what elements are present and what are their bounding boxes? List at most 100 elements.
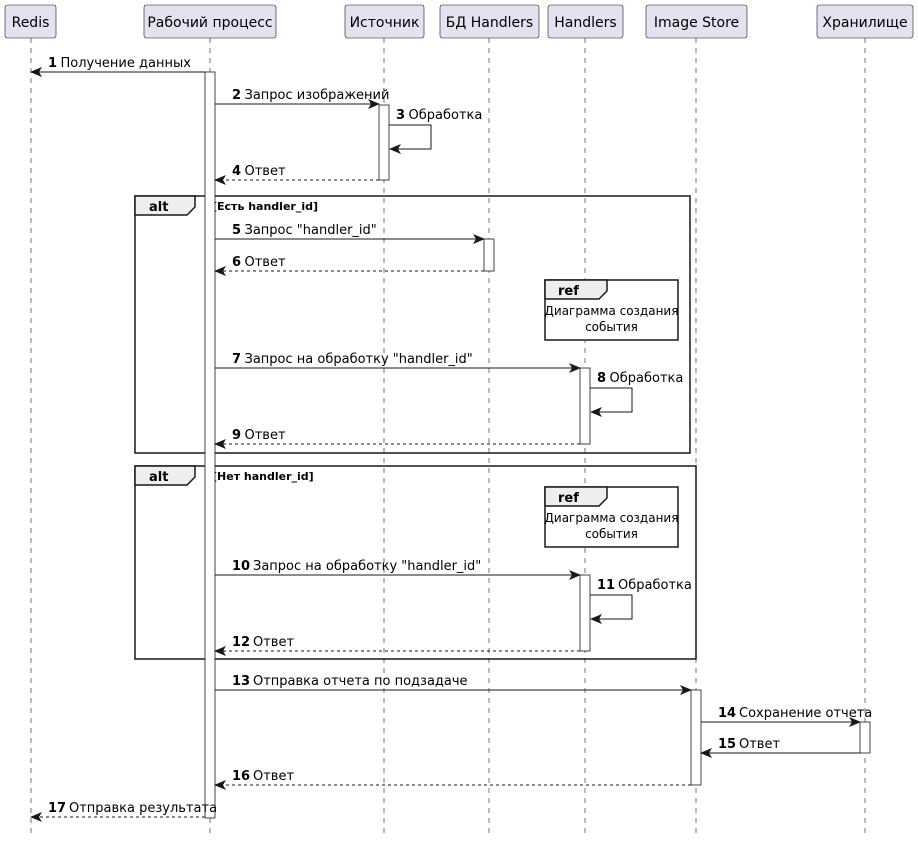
message-number: 17 xyxy=(48,801,66,816)
participant-storage: Хранилище xyxy=(816,4,914,39)
participant-box xyxy=(816,4,914,39)
message-1: 1 Получение данных xyxy=(30,56,205,77)
fragment-tab xyxy=(134,465,196,486)
alt-fragment: alt [Нет handler_id] xyxy=(134,465,697,660)
message-number: 14 xyxy=(718,706,736,721)
ref-label-line1: Диаграмма создания xyxy=(545,304,679,318)
message-5: 5 Запрос "handler_id" xyxy=(215,223,485,244)
message-number: 8 xyxy=(597,371,606,386)
participant-handlers_db: БД Handlers xyxy=(439,4,540,39)
ref-kind: ref xyxy=(558,284,579,299)
participant-label: БД Handlers xyxy=(446,15,533,31)
ref-label-line2: события xyxy=(585,527,638,541)
alt-fragment: alt [Есть handler_id] xyxy=(134,195,691,454)
message-number: 4 xyxy=(232,164,241,179)
participant-label: Хранилище xyxy=(822,15,907,31)
message-arrow xyxy=(590,594,633,624)
ref-label-line1: Диаграмма создания xyxy=(545,511,679,525)
participant-box xyxy=(344,4,425,39)
message-label: Сохранение отчета xyxy=(739,706,872,721)
message-label: Обработка xyxy=(618,578,692,593)
message-number: 7 xyxy=(232,352,241,367)
message-label: Ответ xyxy=(253,635,294,650)
fragment-guard: [Нет handler_id] xyxy=(212,470,314,483)
message-label: Отправка отчета по подзадаче xyxy=(253,674,468,689)
participant-label: Handlers xyxy=(554,15,616,31)
message-label: Запрос на обработку "handler_id" xyxy=(245,352,473,367)
message-number: 1 xyxy=(48,56,57,71)
participant-box xyxy=(4,4,57,39)
message-arrow xyxy=(389,124,432,154)
message-number: 9 xyxy=(232,428,241,443)
participant-box xyxy=(547,4,624,39)
message-3: 3 Обработка xyxy=(389,108,483,154)
participant-label: Redis xyxy=(12,15,50,31)
message-number: 3 xyxy=(396,108,405,123)
activation-image_store xyxy=(690,689,702,786)
fragment-guard: [Есть handler_id] xyxy=(212,200,318,213)
participant-image_store: Image Store xyxy=(645,4,748,39)
message-4: 4 Ответ xyxy=(214,164,379,185)
message-label: Обработка xyxy=(409,108,483,123)
activation-source xyxy=(378,104,390,181)
message-number: 5 xyxy=(232,223,241,238)
message-number: 6 xyxy=(232,255,241,270)
activation-worker xyxy=(204,71,216,819)
ref-kind: ref xyxy=(558,491,579,506)
message-7: 7 Запрос на обработку "handler_id" xyxy=(215,352,581,373)
message-label: Запрос "handler_id" xyxy=(245,223,377,238)
message-number: 15 xyxy=(718,737,736,752)
participant-worker: Рабочий процесс xyxy=(143,4,277,39)
message-number: 12 xyxy=(232,635,250,650)
fragment-kind: alt xyxy=(149,470,168,485)
participant-box xyxy=(143,4,277,39)
participant-label: Рабочий процесс xyxy=(147,15,272,31)
participant-handlers: Handlers xyxy=(547,4,624,39)
fragment-border xyxy=(134,195,691,454)
fragment-tab xyxy=(134,195,196,216)
activation-handlers xyxy=(579,574,591,652)
message-label: Запрос на обработку "handler_id" xyxy=(253,559,481,574)
message-label: Ответ xyxy=(245,164,286,179)
message-arrow xyxy=(590,387,633,417)
participant-redis: Redis xyxy=(4,4,57,39)
ref-tab xyxy=(544,279,608,300)
participant-label: Image Store xyxy=(654,15,739,31)
message-number: 11 xyxy=(597,578,615,593)
message-label: Ответ xyxy=(245,428,286,443)
message-label: Ответ xyxy=(253,769,294,784)
message-number: 16 xyxy=(232,769,250,784)
participant-box xyxy=(439,4,540,39)
message-label: Запрос изображений xyxy=(245,88,390,103)
message-number: 10 xyxy=(232,559,250,574)
message-label: Ответ xyxy=(739,737,780,752)
message-9: 9 Ответ xyxy=(214,428,580,449)
participant-label: Источник xyxy=(350,15,420,31)
message-label: Отправка результата xyxy=(69,801,217,816)
participant-box xyxy=(645,4,748,39)
fragment-kind: alt xyxy=(149,200,168,215)
message-label: Получение данных xyxy=(61,56,192,71)
participant-source: Источник xyxy=(344,4,425,39)
message-number: 2 xyxy=(232,88,241,103)
activation-handlers_db xyxy=(483,238,495,272)
fragment-border xyxy=(134,465,697,660)
message-6: 6 Ответ xyxy=(214,255,484,276)
message-number: 13 xyxy=(232,674,250,689)
message-label: Ответ xyxy=(245,255,286,270)
ref-label-line2: события xyxy=(585,320,638,334)
ref-tab xyxy=(544,486,608,507)
activation-handlers xyxy=(579,367,591,445)
